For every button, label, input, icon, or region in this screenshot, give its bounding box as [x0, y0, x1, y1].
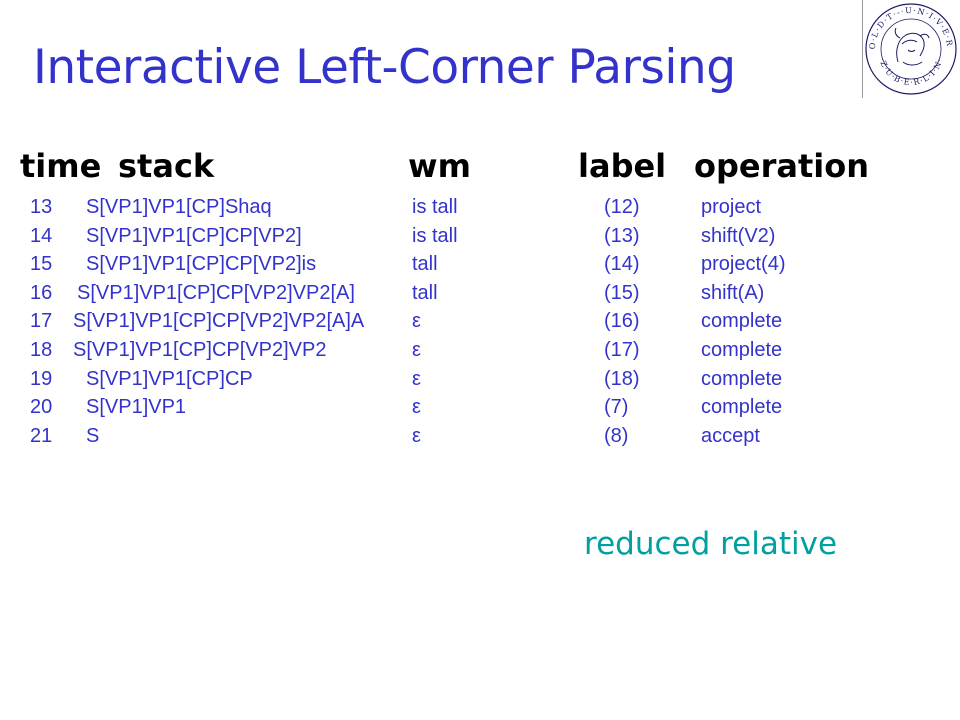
parse-table: 13 S[VP1]VP1[CP]Shaq is tall (12) projec… — [0, 196, 960, 453]
operation-cell: complete — [701, 396, 783, 419]
table-row: 16 S[VP1]VP1[CP]CP[VP2]VP2[A] tall (15) … — [0, 282, 960, 311]
wm-cell: ε — [412, 338, 421, 361]
reduced-relative-note: reduced relative — [584, 526, 838, 562]
label-cell: (12) — [604, 196, 640, 218]
time-cell: 20 — [30, 396, 53, 419]
operation-cell: complete — [701, 310, 783, 333]
slide-title: Interactive Left-Corner Parsing — [33, 40, 736, 95]
operation-cell: project — [701, 196, 762, 218]
column-header-stack: stack — [118, 147, 215, 185]
label-cell: (14) — [604, 253, 640, 276]
wm-cell: ε — [412, 424, 421, 447]
operation-cell: shift(V2) — [701, 224, 776, 247]
column-header-label: label — [578, 147, 667, 185]
wm-cell: tall — [412, 281, 438, 304]
time-cell: 21 — [30, 424, 53, 447]
wm-cell: is tall — [412, 224, 458, 247]
label-cell: (7) — [604, 396, 629, 419]
stack-cell: S — [86, 424, 100, 447]
table-row: 21 S ε (8) accept — [0, 425, 960, 454]
table-row: 18 S[VP1]VP1[CP]CP[VP2]VP2 ε (17) comple… — [0, 339, 960, 368]
time-cell: 17 — [30, 310, 53, 333]
university-seal-logo: ·H·U·M·B·O·L·D·T·-·U·N·I·V·E·R·S·I·T·Ä·T… — [862, 0, 957, 95]
time-cell: 19 — [30, 367, 53, 390]
column-header-wm: wm — [408, 147, 471, 185]
table-row: 13 S[VP1]VP1[CP]Shaq is tall (12) projec… — [0, 196, 960, 225]
logo-divider — [862, 0, 863, 98]
stack-cell: S[VP1]VP1[CP]CP[VP2]VP2[A]A — [73, 310, 365, 333]
stack-cell: S[VP1]VP1[CP]CP — [86, 367, 253, 390]
column-header-operation: operation — [694, 147, 869, 185]
operation-cell: shift(A) — [701, 281, 765, 304]
label-cell: (16) — [604, 310, 640, 333]
operation-cell: complete — [701, 367, 783, 390]
table-row: 14 S[VP1]VP1[CP]CP[VP2] is tall (13) shi… — [0, 225, 960, 254]
time-cell: 18 — [30, 338, 53, 361]
wm-cell: ε — [412, 310, 421, 333]
table-row: 17 S[VP1]VP1[CP]CP[VP2]VP2[A]A ε (16) co… — [0, 310, 960, 339]
time-cell: 13 — [30, 196, 53, 218]
label-cell: (18) — [604, 367, 640, 390]
wm-cell: tall — [412, 253, 438, 276]
table-row: 19 S[VP1]VP1[CP]CP ε (18) complete — [0, 368, 960, 397]
operation-cell: accept — [701, 424, 760, 447]
wm-cell: ε — [412, 396, 421, 419]
wm-cell: is tall — [412, 196, 458, 218]
stack-cell: S[VP1]VP1[CP]Shaq — [86, 196, 272, 218]
table-row: 20 S[VP1]VP1 ε (7) complete — [0, 396, 960, 425]
stack-cell: S[VP1]VP1[CP]CP[VP2]VP2 — [73, 338, 327, 361]
time-cell: 15 — [30, 253, 53, 276]
operation-cell: project(4) — [701, 253, 786, 276]
label-cell: (13) — [604, 224, 640, 247]
label-cell: (8) — [604, 424, 629, 447]
column-header-time: time — [20, 147, 102, 185]
label-cell: (15) — [604, 281, 640, 304]
stack-cell: S[VP1]VP1[CP]CP[VP2]is — [86, 253, 317, 276]
stack-cell: S[VP1]VP1[CP]CP[VP2]VP2[A] — [77, 281, 355, 304]
svg-text:·Z·U·B·E·R·L·I·N·: ·Z·U·B·E·R·L·I·N· — [878, 57, 945, 87]
table-row: 15 S[VP1]VP1[CP]CP[VP2]is tall (14) proj… — [0, 253, 960, 282]
stack-cell: S[VP1]VP1 — [86, 396, 187, 419]
stack-cell: S[VP1]VP1[CP]CP[VP2] — [86, 224, 302, 247]
time-cell: 14 — [30, 224, 53, 247]
time-cell: 16 — [30, 281, 53, 304]
wm-cell: ε — [412, 367, 421, 390]
operation-cell: complete — [701, 338, 783, 361]
label-cell: (17) — [604, 338, 640, 361]
